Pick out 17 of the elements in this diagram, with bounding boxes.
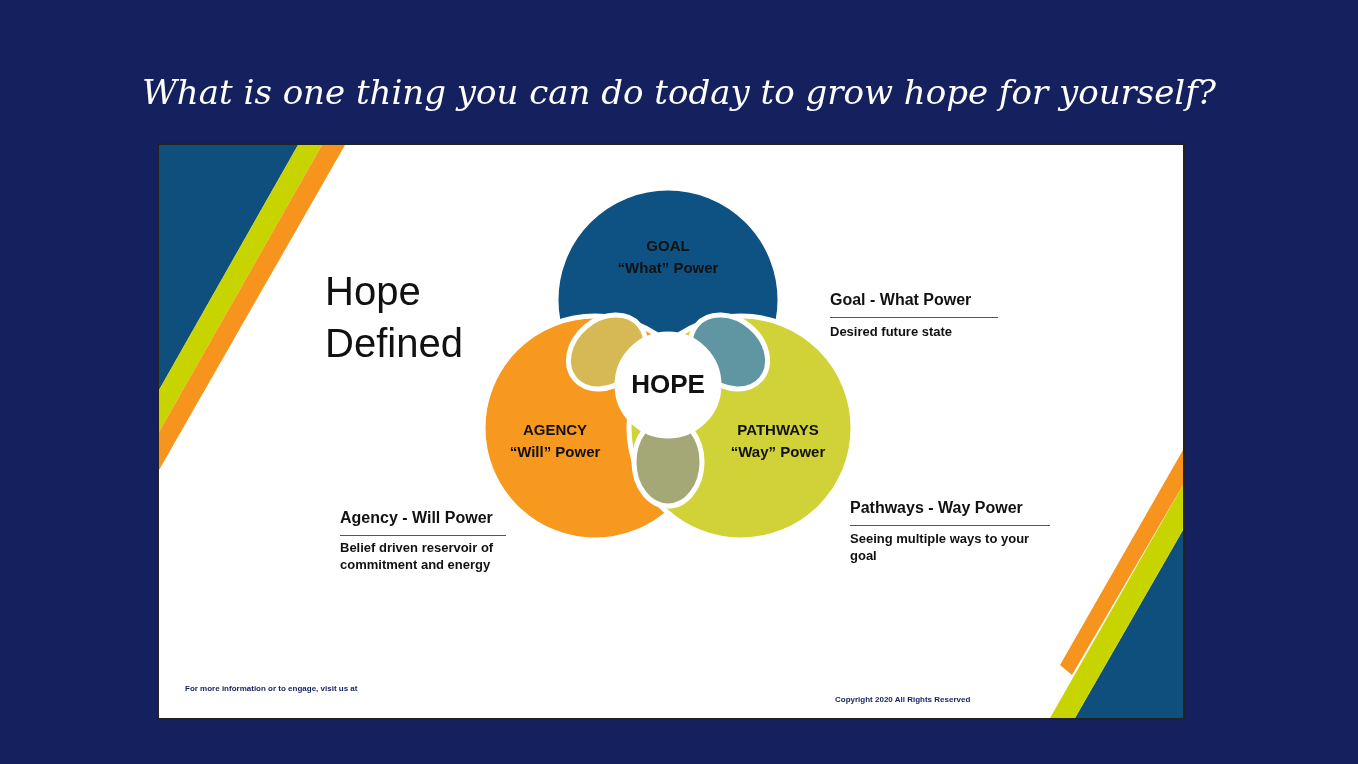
segment-heading: AGENCY [522,421,588,438]
description-text: Desired future state [830,324,954,341]
copyright-text: Copyright 2020 All Rights Reserved [835,695,972,706]
segment-subtitle: “Will” Power [509,443,601,460]
description-text: Seeing multiple ways to your goal [850,531,1031,565]
segment-subtitle: “What” Power [617,259,719,276]
segment-heading: GOAL [646,237,690,254]
slide-heading: Hope Defined [325,268,464,367]
center-heading: HOPE [631,369,705,400]
segment-heading: PATHWAYS [737,421,819,438]
segment-subtitle: “Way” Power [730,443,826,460]
section-heading: Goal - What Power [830,290,998,318]
page-title: What is one thing you can do today to grow hope for yourself? [140,72,1218,112]
description-text: Belief driven reservoir of commitment and energy [340,540,495,574]
section-heading: Agency - Will Power [340,508,506,536]
section-heading: Pathways - Way Power [850,498,1050,526]
footer-note: For more information or to engage, visit us at [185,684,359,695]
